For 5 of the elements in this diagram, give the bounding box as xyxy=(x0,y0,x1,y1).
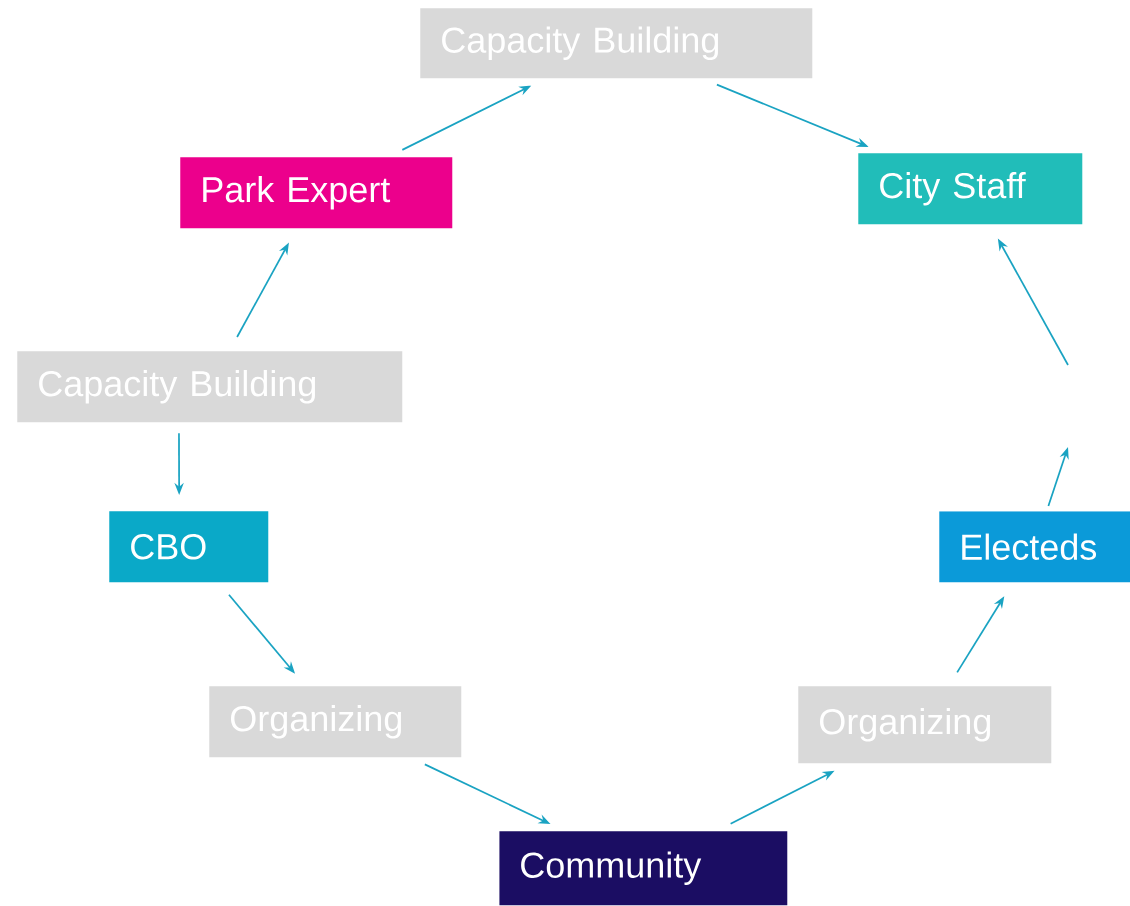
role-box: CBO xyxy=(109,511,269,583)
role-box: Electeds xyxy=(939,511,1130,583)
role-box: Community xyxy=(499,831,788,906)
role-box: Park Expert xyxy=(180,157,453,229)
role-box: City Staff xyxy=(858,153,1083,225)
